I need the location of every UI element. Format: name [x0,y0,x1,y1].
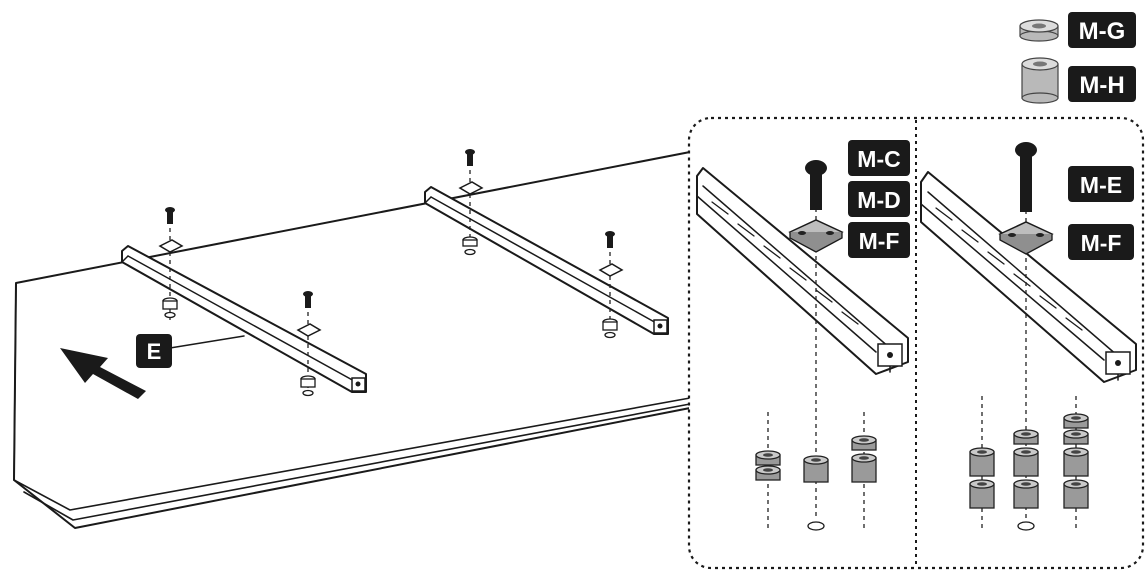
rail-right [424,186,669,335]
spacer-short-icon [1019,19,1059,42]
badge-m-c: M-C [848,140,910,176]
label-m-f-right: M-F [1081,230,1122,256]
spacer-short-icon [851,435,877,451]
washer-icon [1017,521,1035,531]
detail-right-spacers [969,396,1089,531]
spacer-short-icon [1063,413,1089,429]
label-m-g: M-G [1079,18,1126,45]
legend-m-g: M-G [1019,12,1136,48]
spacer-tall-icon [851,453,877,483]
spacer-tall-icon [1013,447,1039,477]
badge-m-e: M-E [1068,166,1134,202]
label-e: E [136,334,245,368]
spacer-short-icon [1013,429,1039,445]
spacer-tall-icon [803,455,829,483]
spacer-tall-icon [1021,57,1059,104]
fastener-stack-3 [458,149,484,256]
fastener-stack-2 [296,291,322,397]
badge-m-f-right: M-F [1068,224,1134,260]
label-m-c: M-C [857,146,900,172]
label-m-e: M-E [1080,172,1122,198]
spacer-tall-icon [1063,447,1089,477]
rail-left [121,245,367,393]
legend-m-h: M-H [1021,57,1136,104]
spacer-tall-icon [1013,479,1039,509]
badge-m-f-left: M-F [848,222,910,258]
spacer-short-icon [755,465,781,481]
tabletop [13,151,691,529]
washer-icon [807,521,825,531]
fastener-stack-1 [158,207,184,320]
detail-right-rail [920,171,1137,383]
spacer-tall-icon [969,447,995,477]
spacer-tall-icon [969,479,995,509]
label-m-d: M-D [857,187,900,213]
detail-left-rail [696,167,909,375]
label-m-f-left: M-F [859,228,900,254]
spacer-tall-icon [1063,479,1089,509]
detail-left-spacers [755,412,877,531]
direction-arrow-icon [60,348,146,399]
badge-m-d: M-D [848,181,910,217]
spacer-short-icon [1063,429,1089,445]
fastener-stack-4 [598,231,624,339]
label-e-text: E [147,339,162,364]
spacer-short-icon [755,450,781,466]
label-m-h: M-H [1079,72,1124,99]
